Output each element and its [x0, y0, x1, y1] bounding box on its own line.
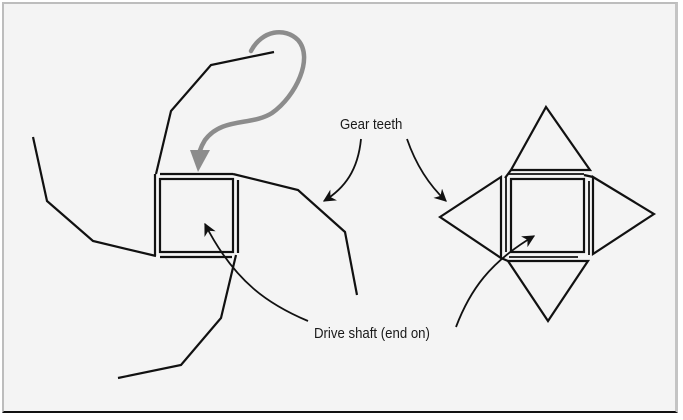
right-gear [438, 104, 657, 323]
left-drive-shaft [158, 177, 235, 254]
tooth-left [438, 174, 503, 261]
gear-teeth-pointers [322, 138, 447, 202]
diagram-frame [2, 2, 678, 413]
tooth-right [591, 175, 657, 257]
left-gear [31, 50, 359, 380]
drive-shaft-pointers [204, 222, 536, 328]
tooth-top [509, 104, 593, 172]
arm-left [31, 136, 157, 258]
arm-bottom [117, 254, 238, 380]
rotation-arrow-icon [190, 30, 307, 172]
gear-teeth-label: Gear teeth [340, 116, 403, 133]
arm-top [154, 50, 275, 175]
tooth-bottom [505, 259, 591, 323]
drive-shaft-label: Drive shaft (end on) [314, 325, 430, 342]
right-drive-shaft [509, 177, 586, 254]
arm-right [232, 172, 359, 296]
